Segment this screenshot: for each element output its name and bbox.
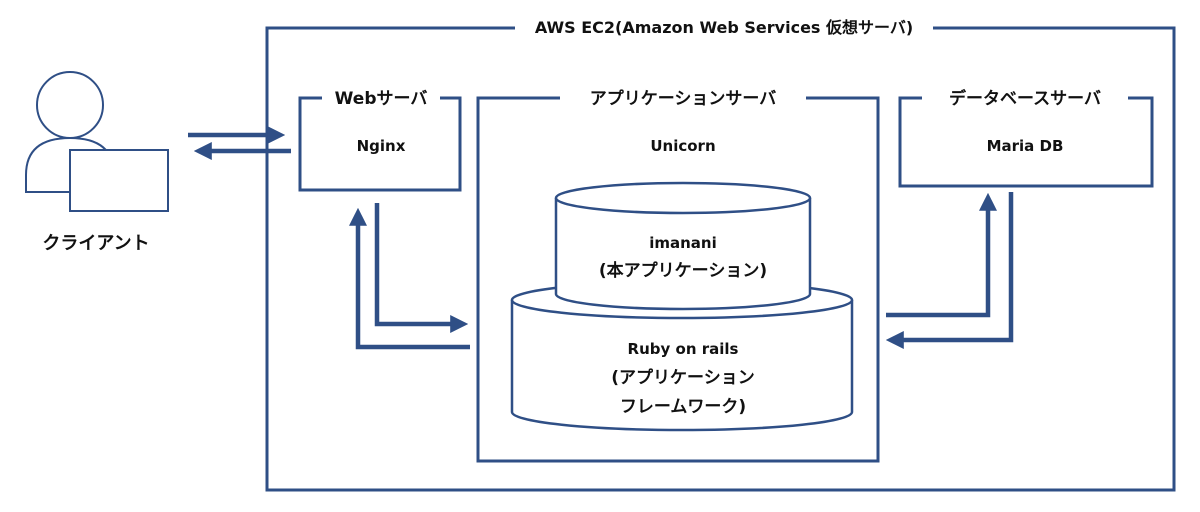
- web-server-software: Nginx: [357, 137, 406, 155]
- web-title-mask: [322, 86, 440, 110]
- db-server-title: データベースサーバ: [949, 88, 1101, 109]
- app-desc: (本アプリケーション): [599, 260, 767, 281]
- framework-name: Ruby on rails: [628, 340, 739, 358]
- web-server-box: [298, 96, 462, 192]
- db-server-software: Maria DB: [987, 137, 1064, 155]
- app-cylinder-body: [554, 198, 812, 311]
- app-title-mask: [560, 86, 806, 110]
- client-icon: [25, 71, 169, 212]
- app-server-software: Unicorn: [650, 137, 715, 155]
- arrow-db-to-app: [885, 192, 1014, 349]
- client-label: クライアント: [42, 233, 149, 254]
- db-title-mask: [922, 86, 1128, 110]
- framework-desc-line1: (アプリケーション: [611, 367, 754, 388]
- arrow-web-to-app: [374, 203, 469, 333]
- app-cylinder: [554, 181, 812, 311]
- arrow-app-to-web: [349, 207, 470, 350]
- aws-title: AWS EC2(Amazon Web Services 仮想サーバ): [535, 18, 913, 37]
- app-server-title: アプリケーションサーバ: [590, 88, 777, 109]
- db-server-box: [898, 96, 1154, 188]
- framework-cylinder-body: [510, 300, 854, 432]
- framework-desc-line2: フレームワーク): [620, 397, 746, 417]
- laptop-icon: [69, 149, 169, 212]
- user-head-icon: [36, 71, 104, 139]
- app-name: imanani: [649, 234, 717, 252]
- aws-title-mask: [515, 16, 933, 40]
- app-cylinder-top: [554, 181, 812, 215]
- web-server-title: Webサーバ: [335, 89, 428, 109]
- arrow-app-to-db: [886, 192, 997, 318]
